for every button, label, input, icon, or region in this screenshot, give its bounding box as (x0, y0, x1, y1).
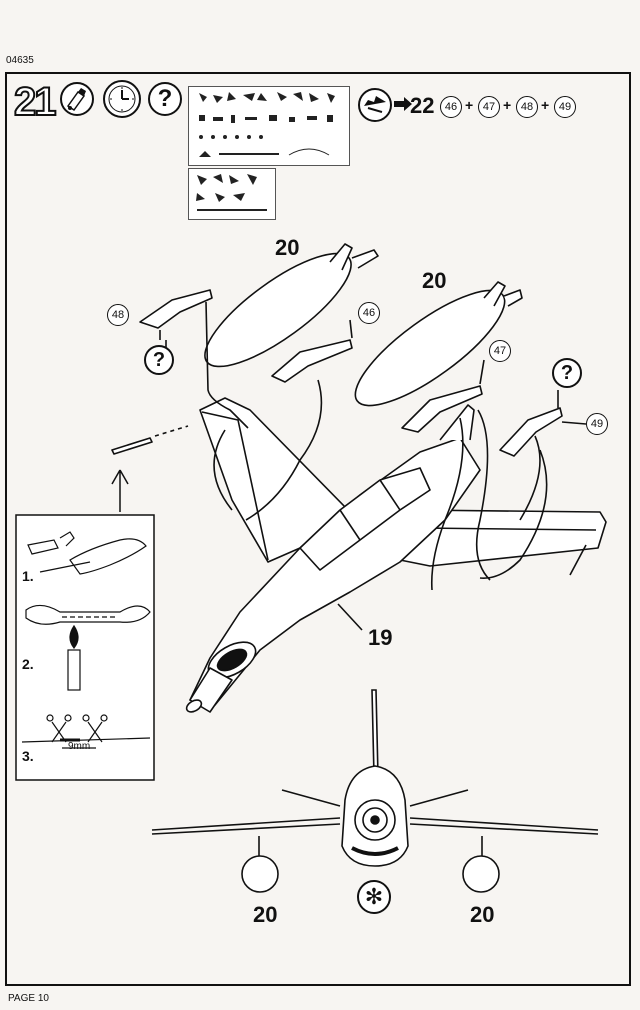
question-icon: ? (144, 345, 174, 375)
plus-sign: + (541, 97, 550, 113)
measure-label: 9mm (68, 741, 91, 752)
inset-step-3: 3. (22, 748, 34, 764)
pylon-47 (401, 385, 483, 433)
tank-left-label: 20 (275, 235, 300, 260)
question-icon: ? (148, 82, 182, 116)
pylon-48 (139, 289, 213, 329)
document-code: 04635 (6, 55, 34, 66)
tank-right-label: 20 (422, 268, 447, 293)
inset-step-1: 1. (22, 568, 34, 584)
plus-sign: + (503, 97, 512, 113)
part-49-callout: 49 (586, 413, 608, 435)
page-number: PAGE 10 (8, 993, 49, 1004)
part-47-badge: 47 (478, 96, 500, 118)
part-46-callout: 46 (358, 302, 380, 324)
pylon-46 (271, 339, 353, 383)
part-49-badge: 49 (554, 96, 576, 118)
front-tank-left-label: 20 (253, 902, 278, 927)
step-number: 21 (13, 79, 57, 125)
pylon-49 (499, 407, 563, 457)
step-frame (5, 72, 631, 986)
part-48-badge: 48 (516, 96, 538, 118)
inset-step-2: 2. (22, 656, 34, 672)
part-46-badge: 46 (440, 96, 462, 118)
fuselage-label: 19 (368, 625, 393, 650)
part-47-callout: 47 (489, 340, 511, 362)
aircraft-symbol-icon (358, 88, 392, 122)
question-icon: ? (552, 358, 582, 388)
decal-sheet-thumbnail (188, 86, 350, 166)
clock-icon (103, 80, 141, 118)
part-48-callout: 48 (107, 304, 129, 326)
arrow-right-icon (394, 97, 412, 111)
asterisk-symbol-icon: ✻ (357, 880, 391, 914)
decal-sheet-thumbnail-small (188, 168, 276, 220)
next-step-number: 22 (410, 93, 435, 118)
drop-tank-right (354, 289, 506, 407)
glue-icon (60, 82, 94, 116)
front-tank-right-label: 20 (470, 902, 495, 927)
plus-sign: + (465, 97, 474, 113)
